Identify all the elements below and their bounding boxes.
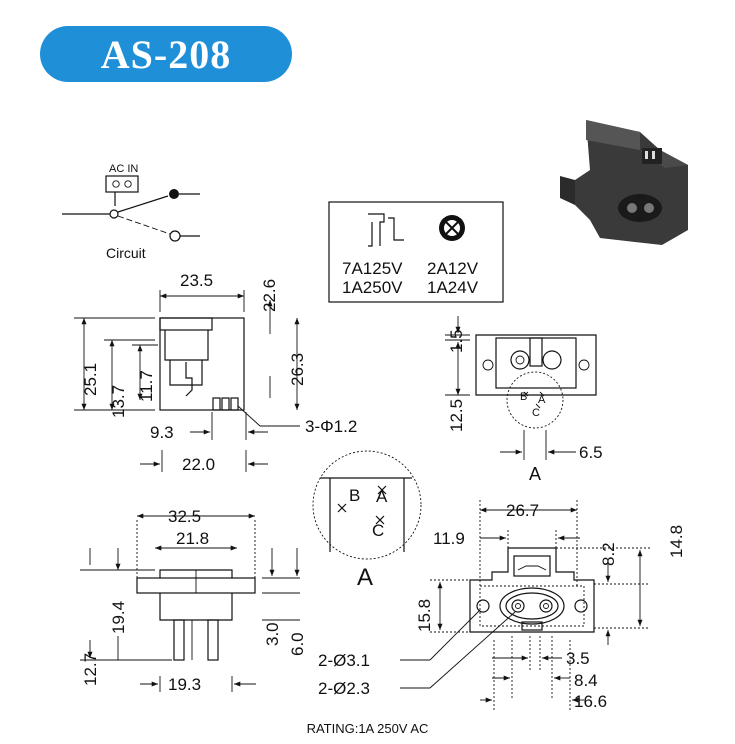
dim-32-5: 32.5 [168,507,201,526]
pins-dimension: 3-Φ1.2 [305,417,357,436]
dim-22-6: 22.6 [260,279,279,312]
model-title: AS-208 [100,31,232,77]
dim-15-8: 15.8 [415,599,434,632]
dim-1-5: 1.5 [447,329,466,353]
top-contact-b: B [520,391,527,403]
dim-8-2: 8.2 [599,542,618,566]
dim-19-4: 19.4 [109,601,128,634]
front-view: 32.5 21.8 19.4 12.7 3.0 6.0 19.3 [80,507,307,694]
dim-13-7: 13.7 [109,385,128,418]
ul-logo-icon [368,213,404,247]
csa-rating-2: 1A24V [427,278,479,297]
top-view: B A C 1.5 12.5 6.5 A [445,316,603,484]
circuit-diagram: AC IN Circuit [62,163,200,261]
detail-contact-c: C [372,521,384,540]
top-contact-c: C [532,407,540,419]
dim-3-5: 3.5 [566,649,590,668]
top-detail-label: A [529,464,541,484]
dim-16-6: 16.6 [574,692,607,711]
dim-25-1: 25.1 [81,363,100,396]
ac-in-label: AC IN [109,163,138,175]
dim-9-3: 9.3 [150,423,174,442]
dim-6-0: 6.0 [288,632,307,656]
dim-23-5: 23.5 [180,271,213,290]
dim-21-8: 21.8 [176,529,209,548]
dim-11-7: 11.7 [137,370,156,402]
panel-cutout-view: 26.7 11.9 8.2 14.8 15.8 2-Ø3.1 2-Ø2.3 [318,500,686,711]
dim-14-8: 14.8 [667,525,686,558]
detail-contact-b: B [349,486,360,505]
dim-26-7: 26.7 [506,501,539,520]
detail-label: A [357,564,373,591]
top-contact-a: A [538,394,546,406]
detail-a: B A C A [312,450,422,591]
rating-footer: RATING:1A 250V AC [306,721,429,736]
hole-dim-2-3: 2-Ø2.3 [318,679,370,698]
dim-26-3: 26.3 [288,353,307,386]
ratings-box: 7A125V 1A250V 2A12V 1A24V [328,201,504,303]
product-photo [560,120,688,245]
dim-22-0: 22.0 [182,455,215,474]
dim-8-4: 8.4 [574,671,598,690]
ul-rating-2: 1A250V [342,278,403,297]
dim-12-5: 12.5 [447,399,466,432]
dim-11-9: 11.9 [433,529,465,548]
dim-12-7: 12.7 [81,653,100,686]
dim-19-3: 19.3 [168,675,201,694]
csa-logo-icon [439,215,465,241]
ul-rating-1: 7A125V [342,259,403,278]
side-view: 23.5 22.6 26.3 25.1 13.7 11.7 9.3 3-Φ1.2… [74,271,357,474]
detail-contact-a: A [376,487,388,506]
dim-6-5: 6.5 [579,443,603,462]
hole-dim-3-1: 2-Ø3.1 [318,651,370,670]
circuit-label: Circuit [106,245,146,261]
dim-3-0: 3.0 [263,622,282,646]
model-title-badge: AS-208 [40,26,292,82]
csa-rating-1: 2A12V [427,259,479,278]
